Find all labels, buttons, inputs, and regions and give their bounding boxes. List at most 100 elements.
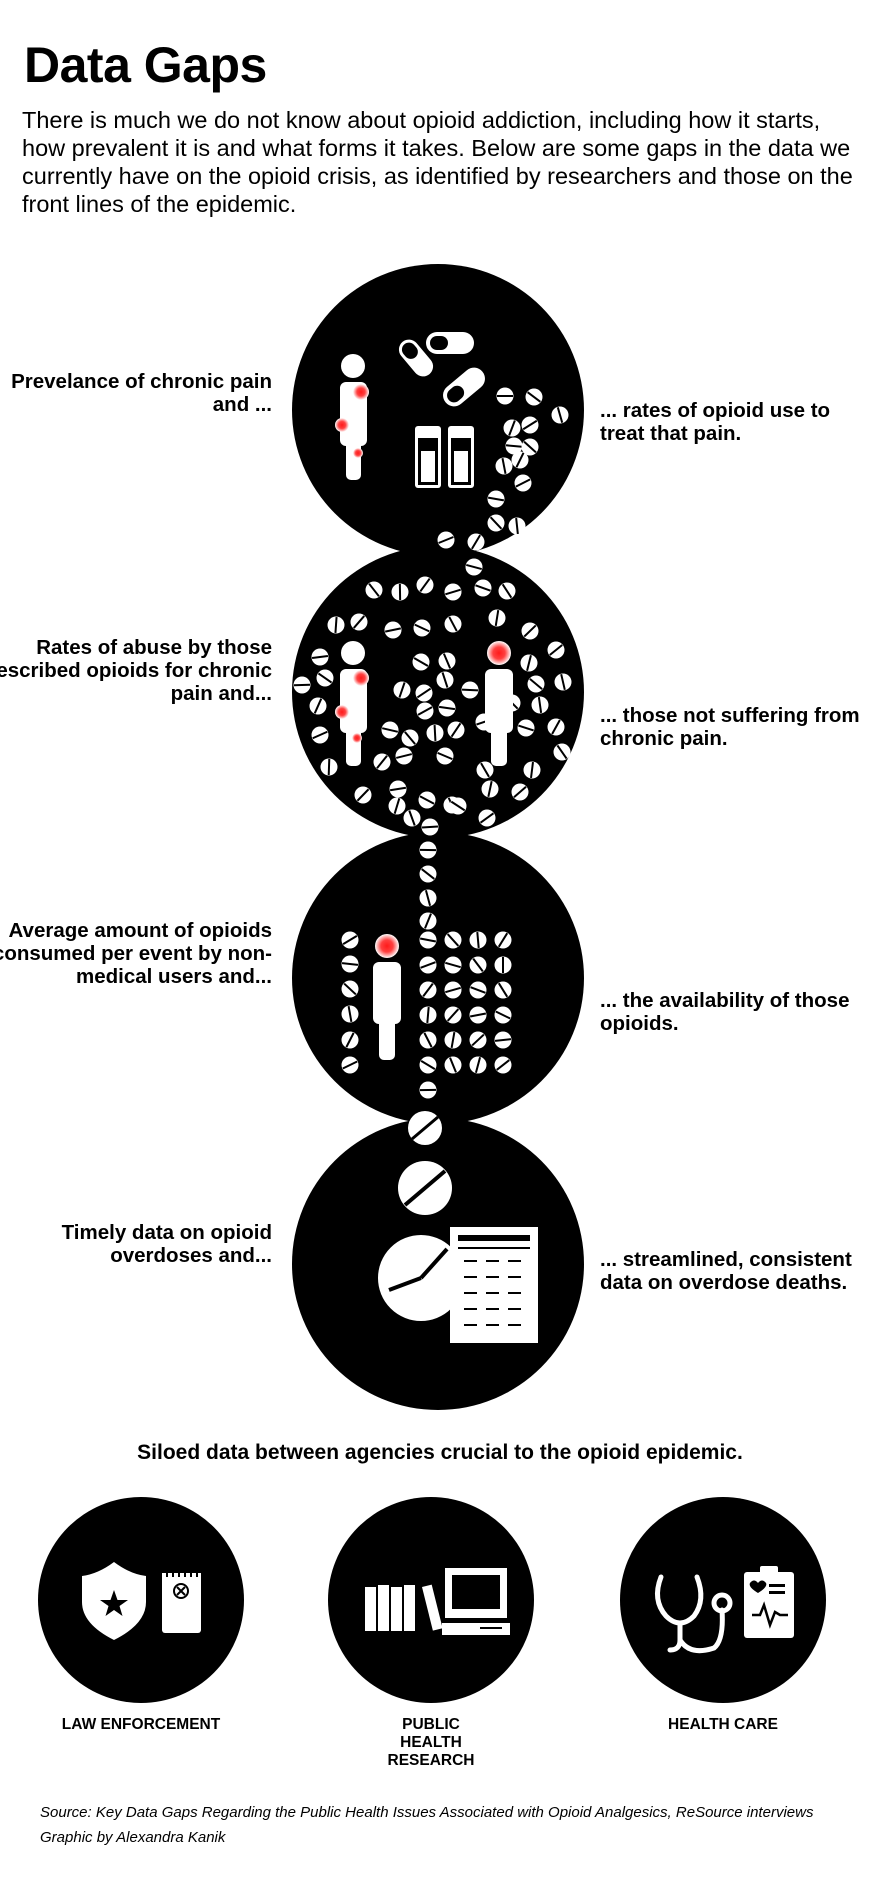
pill-tablet bbox=[419, 956, 437, 974]
pill-tablet bbox=[341, 980, 359, 998]
agency-circle-health bbox=[620, 1497, 826, 1703]
pill-tablet bbox=[437, 531, 455, 549]
pill-tablets bbox=[293, 387, 572, 1099]
clipboard-icon bbox=[744, 1566, 794, 1638]
gap-circle-3 bbox=[292, 832, 584, 1124]
clock-icon bbox=[374, 1231, 468, 1325]
books-icon bbox=[365, 1584, 443, 1631]
pill-tablet bbox=[419, 1081, 437, 1099]
pill-tablet bbox=[393, 681, 411, 699]
pill-tablet bbox=[551, 406, 569, 424]
pill-tablet bbox=[311, 648, 329, 666]
pill-tablet bbox=[444, 583, 462, 601]
gap-circle-2 bbox=[292, 546, 584, 838]
pill-tablet bbox=[438, 652, 456, 670]
pill-tablet bbox=[469, 1056, 487, 1074]
pill-tablet bbox=[469, 931, 487, 949]
pill-tablet bbox=[494, 931, 512, 949]
pill-tablet bbox=[341, 955, 359, 973]
gap-1-right-label: ... rates of opioid use to treat that pa… bbox=[600, 399, 831, 445]
pill-tablet bbox=[311, 726, 329, 744]
pill-tablet bbox=[531, 696, 549, 714]
gap-1-left-label: Prevelance of chronic pain and ... bbox=[11, 370, 272, 416]
pill-tablet bbox=[523, 761, 541, 779]
gap-4-left-label: Timely data on opioid overdoses and... bbox=[61, 1221, 272, 1267]
pill-tablet bbox=[418, 791, 436, 809]
pill-tablet bbox=[511, 451, 529, 469]
pill-tablet bbox=[415, 684, 433, 702]
agency-label-health-care: HEALTH CARE bbox=[668, 1716, 778, 1733]
pill-tablet bbox=[498, 582, 516, 600]
gap-4-right-label: ... streamlined, consistent data on over… bbox=[600, 1248, 852, 1294]
pill-tablet bbox=[419, 865, 437, 883]
pill-tablet bbox=[413, 619, 431, 637]
pill-tablet bbox=[514, 474, 532, 492]
pill-tablet bbox=[444, 615, 462, 633]
pill-tablet bbox=[494, 1056, 512, 1074]
pill-tablet bbox=[527, 675, 545, 693]
pill-tablet bbox=[419, 1006, 437, 1024]
pill-tablet bbox=[444, 956, 462, 974]
pill-tablet bbox=[373, 753, 391, 771]
pill-tablet bbox=[478, 809, 496, 827]
pill-tablet bbox=[511, 783, 529, 801]
pill-tablet bbox=[419, 1031, 437, 1049]
person-without-pain-icon bbox=[485, 641, 513, 766]
pill-tablet bbox=[381, 721, 399, 739]
source-credit: Source: Key Data Gaps Regarding the Publ… bbox=[40, 1800, 860, 1850]
pill-tablet bbox=[494, 1031, 512, 1049]
pill-tablet bbox=[487, 514, 505, 532]
data-sheet-icon bbox=[450, 1227, 538, 1343]
intro-paragraph: There is much we do not know about opioi… bbox=[22, 107, 853, 217]
pill-tablet bbox=[341, 1056, 359, 1074]
pill-tablet bbox=[547, 718, 565, 736]
pill-bottles-icon bbox=[415, 426, 474, 488]
police-badge-icon bbox=[82, 1562, 146, 1640]
pill-tablet bbox=[469, 1006, 487, 1024]
pill-tablet bbox=[412, 653, 430, 671]
pill-tablet bbox=[488, 609, 506, 627]
agency-label-law-enforcement: LAW ENFORCEMENT bbox=[61, 1716, 221, 1733]
pill-tablet bbox=[444, 1006, 462, 1024]
pill-tablet bbox=[521, 622, 539, 640]
computer-icon bbox=[442, 1568, 510, 1635]
pill-tablet bbox=[449, 797, 467, 815]
pill-tablet bbox=[309, 697, 327, 715]
pill-tablet bbox=[389, 780, 407, 798]
pill-tablet bbox=[447, 721, 465, 739]
gap-3-left-label: Average amount of opioids consumed per e… bbox=[0, 919, 272, 988]
pill-tablet bbox=[467, 533, 485, 551]
pill-tablet bbox=[341, 931, 359, 949]
pill-tablet bbox=[444, 981, 462, 999]
pill-tablet bbox=[494, 981, 512, 999]
non-medical-user-icon bbox=[373, 934, 401, 1060]
siloed-heading: Siloed data between agencies crucial to … bbox=[137, 1441, 743, 1464]
pill-tablet bbox=[505, 437, 523, 455]
pill-tablet bbox=[503, 419, 521, 437]
pill-tablet bbox=[341, 1005, 359, 1023]
pill-tablet bbox=[320, 758, 338, 776]
pill-tablet bbox=[469, 981, 487, 999]
pill-tablet bbox=[419, 912, 437, 930]
pill-tablet bbox=[419, 1056, 437, 1074]
pill-tablet bbox=[494, 1006, 512, 1024]
pill-tablet bbox=[436, 747, 454, 765]
gap-2-left-label: Rates of abuse by those prescribed opioi… bbox=[0, 636, 272, 705]
gap-2-right-label: ... those not suffering from chronic pai… bbox=[600, 704, 860, 750]
pill-tablet bbox=[388, 797, 406, 815]
person-with-pain-icon bbox=[335, 354, 369, 480]
pill-tablet bbox=[416, 702, 434, 720]
pill-tablet bbox=[517, 719, 535, 737]
pill-tablet bbox=[525, 388, 543, 406]
pill-tablet bbox=[469, 956, 487, 974]
pill-tablet bbox=[461, 681, 479, 699]
pill-tablet bbox=[495, 457, 513, 475]
credit-line: Graphic by Alexandra Kanik bbox=[40, 1829, 226, 1846]
pill-tablet bbox=[421, 818, 439, 836]
pill-tablet bbox=[293, 676, 311, 694]
gap-circle-1 bbox=[292, 264, 584, 556]
pill-tablet bbox=[416, 576, 434, 594]
pill-tablet bbox=[444, 1031, 462, 1049]
pill-tablet bbox=[391, 583, 409, 601]
